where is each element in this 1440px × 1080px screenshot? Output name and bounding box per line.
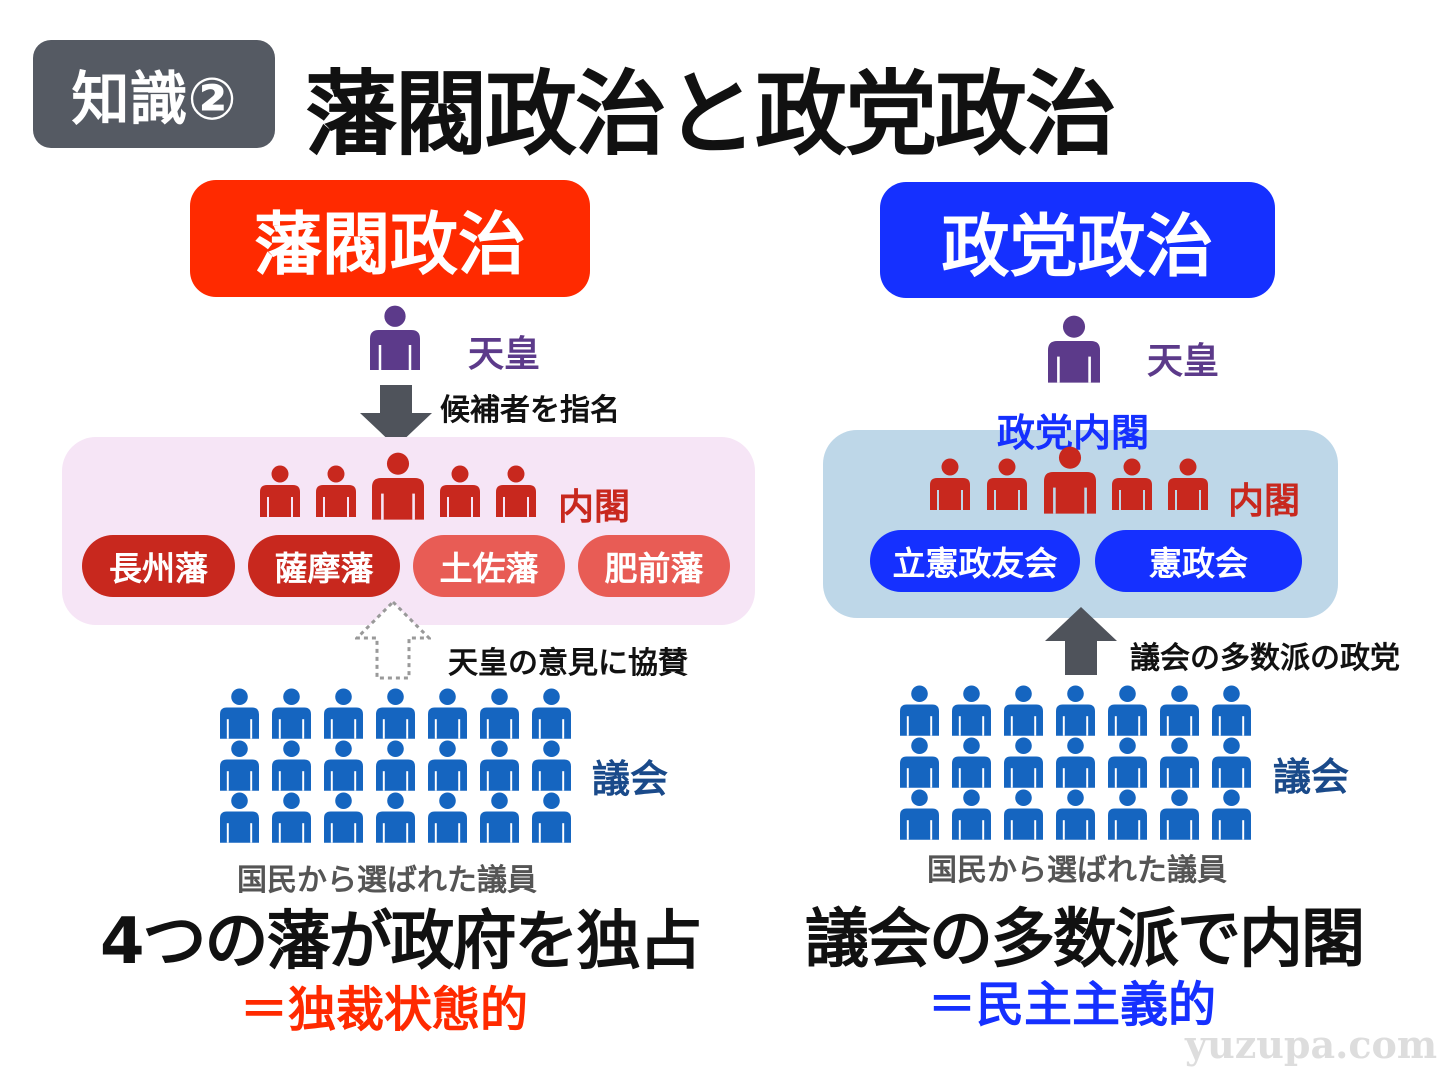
cabinet-member-icon [1044, 446, 1096, 514]
cabinet-member-icon [1168, 458, 1208, 510]
emperor-label: 天皇 [1147, 341, 1220, 382]
diet-member-icon [1004, 685, 1043, 736]
diet-member-icon [1056, 685, 1095, 736]
diet-member-icon [1212, 685, 1251, 736]
diet-member-icon [1160, 737, 1199, 788]
left-conclusion: ＝独裁状態的 [240, 982, 529, 1038]
cabinet-member-icon [1112, 458, 1152, 510]
diet-member-icon [1160, 789, 1199, 840]
diet-member-icon [376, 740, 415, 791]
diet-member-icon [952, 737, 991, 788]
diet-member-icon [272, 792, 311, 843]
cabinet-member-icon [930, 458, 970, 510]
members-label: 国民から選ばれた議員 [237, 863, 537, 898]
party-kenseikai: 憲政会 [1095, 530, 1302, 592]
right-conclusion: ＝民主主義的 [928, 977, 1217, 1033]
cabinet-label: 内閣 [1228, 481, 1301, 522]
diet-member-icon [952, 789, 991, 840]
diet-member-icon [480, 740, 519, 791]
diet-label: 議会 [1273, 755, 1350, 799]
diet-member-icon [1004, 789, 1043, 840]
nominate-label: 候補者を指名 [440, 393, 620, 428]
diet-member-icon [220, 688, 259, 739]
cabinet-label: 内閣 [558, 487, 631, 528]
diet-member-icon [1004, 737, 1043, 788]
right-summary: 議会の多数派で内閣 [805, 903, 1365, 977]
diet-member-icon [532, 688, 571, 739]
page-title: 藩閥政治と政党政治 [305, 61, 1117, 168]
party-rikken-seiyukai: 立憲政友会 [870, 530, 1080, 592]
cabinet-member-icon [316, 465, 356, 517]
watermark: yuzupa.com [1185, 1022, 1438, 1067]
domain-satsuma: 薩摩藩 [248, 535, 400, 597]
diet-member-icon [272, 740, 311, 791]
diet-member-icon [376, 688, 415, 739]
diet-member-icon [324, 792, 363, 843]
diet-member-icon [376, 792, 415, 843]
diet-member-icon [532, 740, 571, 791]
domain-hizen: 肥前藩 [578, 535, 730, 597]
diet-member-icon [1212, 737, 1251, 788]
diet-member-icon [272, 688, 311, 739]
topic-badge: 知識② [33, 40, 275, 148]
cabinet-member-icon [987, 458, 1027, 510]
cabinet-member-icon [372, 452, 424, 520]
diet-member-icon [428, 792, 467, 843]
diet-member-icon [1108, 737, 1147, 788]
diet-member-icon [324, 740, 363, 791]
domain-chosyu: 長州藩 [82, 535, 235, 597]
diet-member-icon [532, 792, 571, 843]
diet-member-icon [1108, 789, 1147, 840]
arrow-down-icon [360, 385, 432, 447]
seito-header: 政党政治 [880, 182, 1275, 298]
emperor-person-icon [370, 305, 420, 370]
dotted-arrow-up-icon [355, 600, 431, 680]
diet-member-icon [1160, 685, 1199, 736]
emperor-person-icon [1048, 315, 1100, 383]
diet-member-icon [1056, 789, 1095, 840]
diet-member-icon [1212, 789, 1251, 840]
diet-member-icon [324, 688, 363, 739]
diet-member-icon [480, 688, 519, 739]
cabinet-member-icon [496, 465, 536, 517]
arrow-up-icon [1045, 607, 1117, 675]
diet-member-icon [1056, 737, 1095, 788]
hanbatsu-header: 藩閥政治 [190, 180, 590, 297]
cabinet-member-icon [260, 465, 300, 517]
support-label: 天皇の意見に協賛 [448, 646, 688, 681]
diet-member-icon [220, 740, 259, 791]
diet-label: 議会 [592, 757, 669, 801]
diet-member-icon [1108, 685, 1147, 736]
left-summary: 4つの藩が政府を独占 [100, 905, 703, 979]
diet-member-icon [900, 737, 939, 788]
diet-member-icon [900, 685, 939, 736]
emperor-label: 天皇 [468, 334, 541, 375]
diet-member-icon [952, 685, 991, 736]
cabinet-member-icon [440, 465, 480, 517]
members-label: 国民から選ばれた議員 [927, 853, 1227, 888]
diet-member-icon [480, 792, 519, 843]
diet-member-icon [220, 792, 259, 843]
diet-member-icon [428, 688, 467, 739]
domain-tosa: 土佐藩 [413, 535, 565, 597]
diet-member-icon [900, 789, 939, 840]
diet-member-icon [428, 740, 467, 791]
majority-label: 議会の多数派の政党 [1130, 641, 1400, 676]
